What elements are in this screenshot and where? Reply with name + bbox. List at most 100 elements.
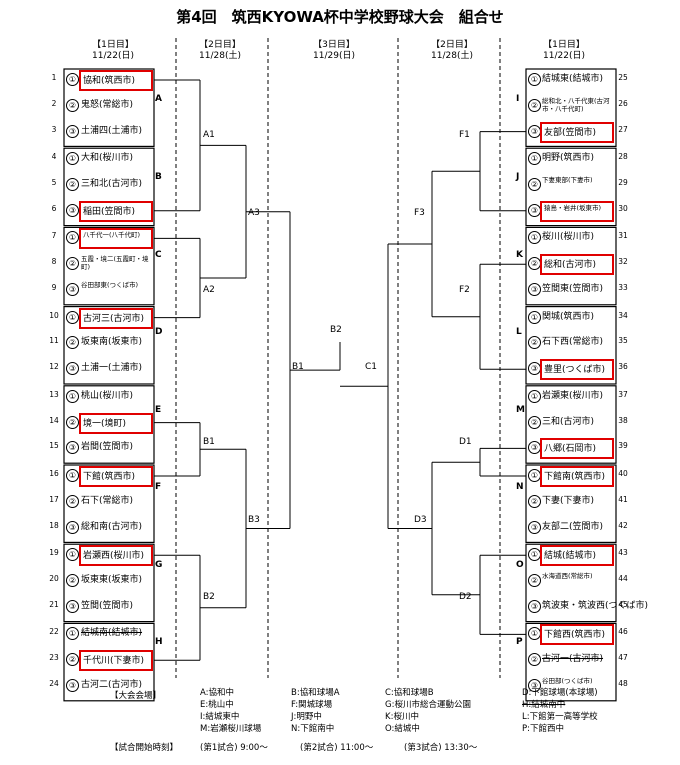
team-number: 37 bbox=[618, 389, 628, 399]
header-day3: 【3日目】 11/29(日) bbox=[294, 40, 374, 62]
venue-item: I:結城東中 bbox=[200, 712, 240, 722]
team-name: 総和(古河市) bbox=[544, 260, 597, 271]
group-frame bbox=[63, 68, 155, 148]
header-date: 11/29(日) bbox=[313, 51, 355, 61]
team-name: 谷田部(つくば市) bbox=[542, 677, 593, 685]
venue-item: H:結城南中 bbox=[522, 700, 566, 710]
team-number: 13 bbox=[49, 389, 59, 399]
round-label-b2-left: B2 bbox=[203, 592, 215, 602]
seed-marker: ③ bbox=[66, 679, 79, 692]
team-highlight-box: 結城(結城市) bbox=[540, 545, 614, 567]
team-number: 6 bbox=[51, 203, 57, 213]
team-number: 24 bbox=[49, 679, 59, 688]
round-label-a2: A2 bbox=[203, 285, 215, 295]
venue-item: M:岩瀬桜川球場 bbox=[200, 724, 262, 734]
team-cell: 桜川(桜川市) bbox=[540, 228, 614, 249]
venue-item: F:関城球場 bbox=[291, 700, 333, 710]
team-cell: 明野(筑西市) bbox=[540, 149, 614, 170]
team-cell: 笠間(笠間市) bbox=[79, 597, 153, 618]
team-cell: 下妻東部(下妻市) bbox=[540, 175, 614, 196]
team-number: 10 bbox=[49, 310, 59, 320]
seed-marker: ① bbox=[66, 310, 79, 324]
venue-item: G:桜川市総合運動公園 bbox=[385, 700, 471, 710]
seed-marker: ② bbox=[66, 178, 79, 191]
seed-marker: ③ bbox=[66, 599, 79, 613]
team-cell: 岩瀬東(桜川市) bbox=[540, 387, 614, 408]
venue-col-3: C:協和球場B G:桜川市総合運動公園 K:桜川中 O:結城中 bbox=[385, 686, 471, 734]
seed-marker: ② bbox=[66, 494, 79, 508]
seed-marker: ② bbox=[528, 415, 541, 429]
seed-marker: ② bbox=[528, 98, 541, 112]
seed-marker: ③ bbox=[528, 124, 541, 138]
time-third: (第3試合) 13:30～ bbox=[404, 743, 478, 753]
round-label-d2: D2 bbox=[459, 592, 472, 602]
group-frame bbox=[525, 385, 617, 464]
team-cell: 笠間東(笠間市) bbox=[540, 280, 614, 301]
group-label-b: B bbox=[155, 172, 162, 182]
team-number: 20 bbox=[49, 574, 59, 583]
group-label-g: G bbox=[155, 560, 163, 570]
team-number: 46 bbox=[618, 627, 628, 637]
venue-item: O:結城中 bbox=[385, 724, 420, 734]
team-name: 水海道西(常総市) bbox=[542, 572, 593, 580]
team-name: 大和(桜川市) bbox=[81, 153, 134, 164]
header-label: 【1日目】 bbox=[92, 40, 134, 50]
group-frame bbox=[63, 147, 155, 227]
venue-item: B:協和球場A bbox=[291, 688, 340, 698]
team-cell: 土浦四(土浦市) bbox=[79, 122, 153, 143]
team-name: 千代川(下妻市) bbox=[83, 656, 145, 667]
team-number: 44 bbox=[618, 574, 628, 583]
team-name: 笠間(笠間市) bbox=[81, 600, 134, 611]
team-name: 下館南(筑西市) bbox=[544, 472, 606, 482]
venue-item: J:明野中 bbox=[291, 712, 322, 722]
group-frame bbox=[525, 464, 617, 544]
team-number: 7 bbox=[51, 231, 57, 241]
team-name: 岩瀬西(桜川市) bbox=[83, 551, 145, 562]
round-label-b3: B3 bbox=[248, 515, 260, 525]
group-frame bbox=[63, 622, 155, 702]
team-name: 八千代一(八千代町) bbox=[83, 231, 141, 240]
team-cell: 石下(常総市) bbox=[79, 492, 153, 513]
round-label-c1: C1 bbox=[365, 362, 378, 372]
team-highlight-box: 古河三(古河市) bbox=[79, 307, 153, 329]
seed-marker: ② bbox=[66, 415, 79, 429]
seed-marker: ① bbox=[528, 310, 541, 324]
seed-marker: ① bbox=[528, 389, 541, 403]
team-name: 古河二(古河市) bbox=[81, 680, 143, 690]
team-number: 32 bbox=[618, 257, 628, 267]
team-highlight-box: 境一(境町) bbox=[79, 412, 153, 434]
seed-marker: ① bbox=[528, 152, 541, 166]
team-number: 15 bbox=[49, 441, 59, 451]
team-number: 14 bbox=[49, 415, 59, 425]
team-name: 桜川(桜川市) bbox=[542, 232, 595, 243]
group-frame bbox=[525, 68, 617, 148]
team-cell: 下妻(下妻市) bbox=[540, 492, 614, 513]
team-number: 39 bbox=[618, 441, 628, 451]
team-cell: 鬼怒(常総市) bbox=[79, 96, 153, 117]
team-highlight-box: 下館(筑西市) bbox=[79, 466, 153, 487]
seed-marker: ③ bbox=[66, 362, 79, 376]
team-highlight-box: 友部(笠間市) bbox=[540, 121, 614, 143]
team-name: 谷田部東(つくば市) bbox=[81, 281, 139, 289]
seed-marker: ③ bbox=[66, 520, 79, 534]
header-day1-right: 【1日目】 11/22(日) bbox=[524, 40, 604, 62]
team-number: 43 bbox=[618, 548, 628, 558]
group-frame bbox=[525, 543, 617, 623]
team-name: 結城(結城市) bbox=[544, 551, 597, 562]
team-name: 岩瀬東(桜川市) bbox=[542, 390, 604, 401]
group-label-i: I bbox=[516, 94, 520, 104]
team-number: 26 bbox=[618, 98, 628, 108]
team-number: 16 bbox=[49, 469, 59, 478]
team-number: 40 bbox=[618, 469, 628, 478]
team-name: 協和(筑西市) bbox=[83, 76, 136, 86]
team-number: 17 bbox=[49, 494, 59, 504]
team-number: 8 bbox=[51, 257, 57, 267]
header-day1-left: 【1日目】 11/22(日) bbox=[73, 40, 153, 62]
team-name: 関城(筑西市) bbox=[542, 311, 595, 322]
team-name: 総和南(古河市) bbox=[81, 521, 143, 532]
team-name: 石下西(常総市) bbox=[542, 337, 604, 348]
round-label-b1-center: B1 bbox=[292, 362, 304, 372]
team-number: 38 bbox=[618, 415, 628, 425]
group-label-f: F bbox=[155, 482, 162, 492]
